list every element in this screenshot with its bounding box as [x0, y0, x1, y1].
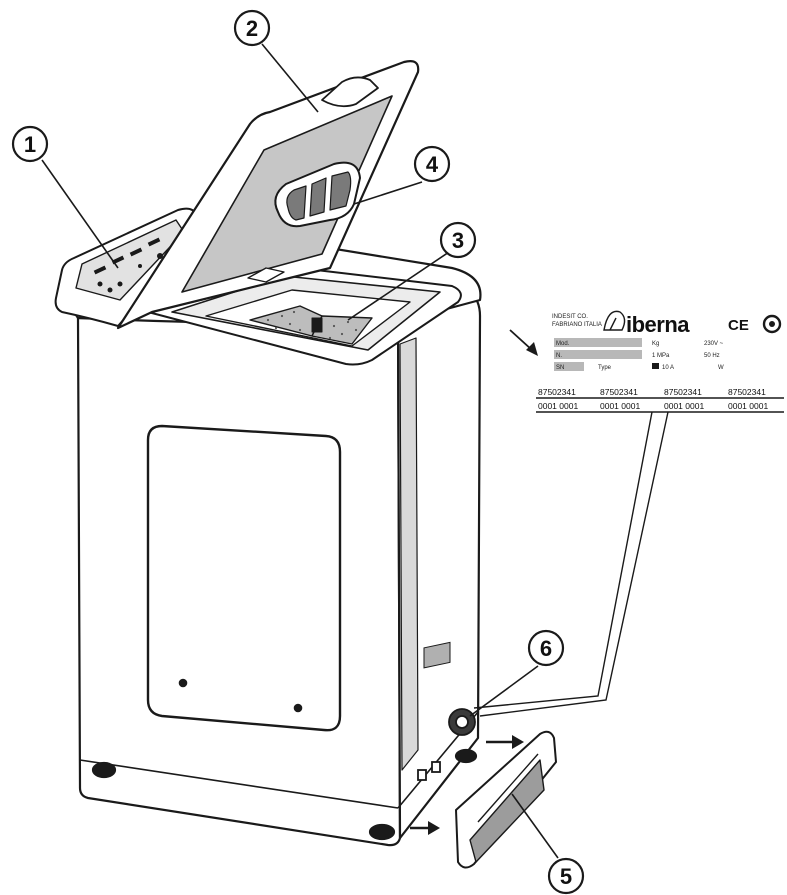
svg-text:2: 2 [246, 16, 258, 41]
dispenser-compartment-2 [309, 177, 327, 217]
plate-maker-line1: INDESIT CO. [552, 314, 588, 320]
plate-frequency: 50 Hz [704, 353, 720, 359]
code-label-3: 87502341 0001 0001 [664, 387, 704, 411]
socket-2 [431, 761, 441, 773]
dispenser-compartment-3 [329, 171, 352, 211]
callout-2: 2 [233, 9, 271, 47]
pump-filter-area [417, 641, 476, 781]
plate-mod-label: Mod. [556, 341, 570, 347]
svg-text:0001 0001: 0001 0001 [664, 401, 704, 411]
svg-text:0001 0001: 0001 0001 [538, 401, 578, 411]
svg-text:87502341: 87502341 [728, 387, 766, 397]
lid-handle [321, 76, 379, 108]
arrow-head-plate [526, 342, 538, 356]
leader-3 [347, 249, 453, 321]
code-label-2: 87502341 0001 0001 [600, 387, 640, 411]
plate-field-mod [554, 338, 642, 347]
plate-field-sn [554, 362, 584, 371]
screw-left [178, 678, 188, 688]
code-leader-2 [479, 411, 669, 717]
callout-3: 3 [439, 221, 477, 259]
drum-door-latch [311, 317, 323, 333]
leader-6 [469, 665, 539, 717]
foot-back [454, 748, 478, 764]
svg-text:87502341: 87502341 [538, 387, 576, 397]
svg-text:87502341: 87502341 [600, 387, 638, 397]
plate-current-marker [652, 363, 659, 369]
leader-2 [261, 43, 319, 113]
plate-sn-label: SN [556, 365, 564, 371]
label-sticker [423, 641, 451, 669]
code-label-4: 87502341 0001 0001 [728, 387, 768, 411]
callout-6: 6 [527, 629, 565, 667]
base-line [79, 759, 399, 809]
arrow-head-lower [428, 821, 440, 835]
plate-current: 10 A [662, 365, 674, 371]
screw-right [293, 703, 303, 713]
plate-pressure: 1 MPa [652, 353, 670, 359]
pump-filter-cap-inner [455, 715, 469, 729]
callout-badges: 1 2 3 4 5 6 [11, 9, 585, 895]
plinth-panel [455, 730, 557, 869]
plate-brand: iberna [626, 312, 690, 337]
side-shade [399, 337, 419, 771]
svg-text:6: 6 [540, 636, 552, 661]
dispenser-compartment-1 [286, 185, 307, 221]
callout-5: 5 [547, 857, 585, 895]
plate-type-label: Type [598, 365, 612, 371]
foot-right [368, 823, 396, 841]
callout-leaders [41, 43, 559, 859]
callout-4: 4 [413, 145, 451, 183]
brand-logo-icon [603, 310, 626, 331]
leader-5 [511, 793, 559, 859]
approval-mark-icon [762, 314, 782, 334]
control-buttons [93, 237, 163, 293]
leader-4 [353, 181, 423, 205]
plinth-face [469, 759, 545, 863]
front-window [146, 424, 342, 732]
svg-text:0001 0001: 0001 0001 [600, 401, 640, 411]
callout-1: 1 [11, 125, 49, 163]
plate-n-label: N. [556, 353, 562, 359]
machine-body [76, 290, 482, 847]
foot-left [91, 761, 117, 779]
drum-perforations [266, 310, 358, 340]
svg-text:4: 4 [426, 152, 439, 177]
removal-arrows [410, 329, 538, 835]
svg-text:87502341: 87502341 [664, 387, 702, 397]
lid-slot [247, 267, 285, 283]
plinth-groove [477, 753, 539, 823]
plate-voltage: 230V ~ [704, 341, 724, 347]
socket-1 [417, 769, 427, 781]
lid [116, 60, 420, 330]
svg-text:0001 0001: 0001 0001 [728, 401, 768, 411]
svg-text:1: 1 [24, 132, 36, 157]
code-label-1: 87502341 0001 0001 [538, 387, 578, 411]
arrow-head-upper [512, 735, 524, 749]
code-leader-1 [473, 411, 653, 709]
plate-power-unit: W [718, 365, 724, 371]
plate-kg-label: Kg [652, 341, 659, 347]
plate-maker-line2: FABRIANO ITALIA [552, 322, 602, 328]
plate-field-n [554, 350, 642, 359]
svg-text:5: 5 [560, 864, 572, 889]
code-labels: 87502341 0001 0001 87502341 0001 0001 87… [473, 387, 784, 717]
svg-text:3: 3 [452, 228, 464, 253]
ce-mark: CE [728, 317, 749, 334]
rating-plate: INDESIT CO. FABRIANO ITALIA iberna CE Mo… [552, 310, 782, 371]
leader-1 [41, 159, 119, 269]
